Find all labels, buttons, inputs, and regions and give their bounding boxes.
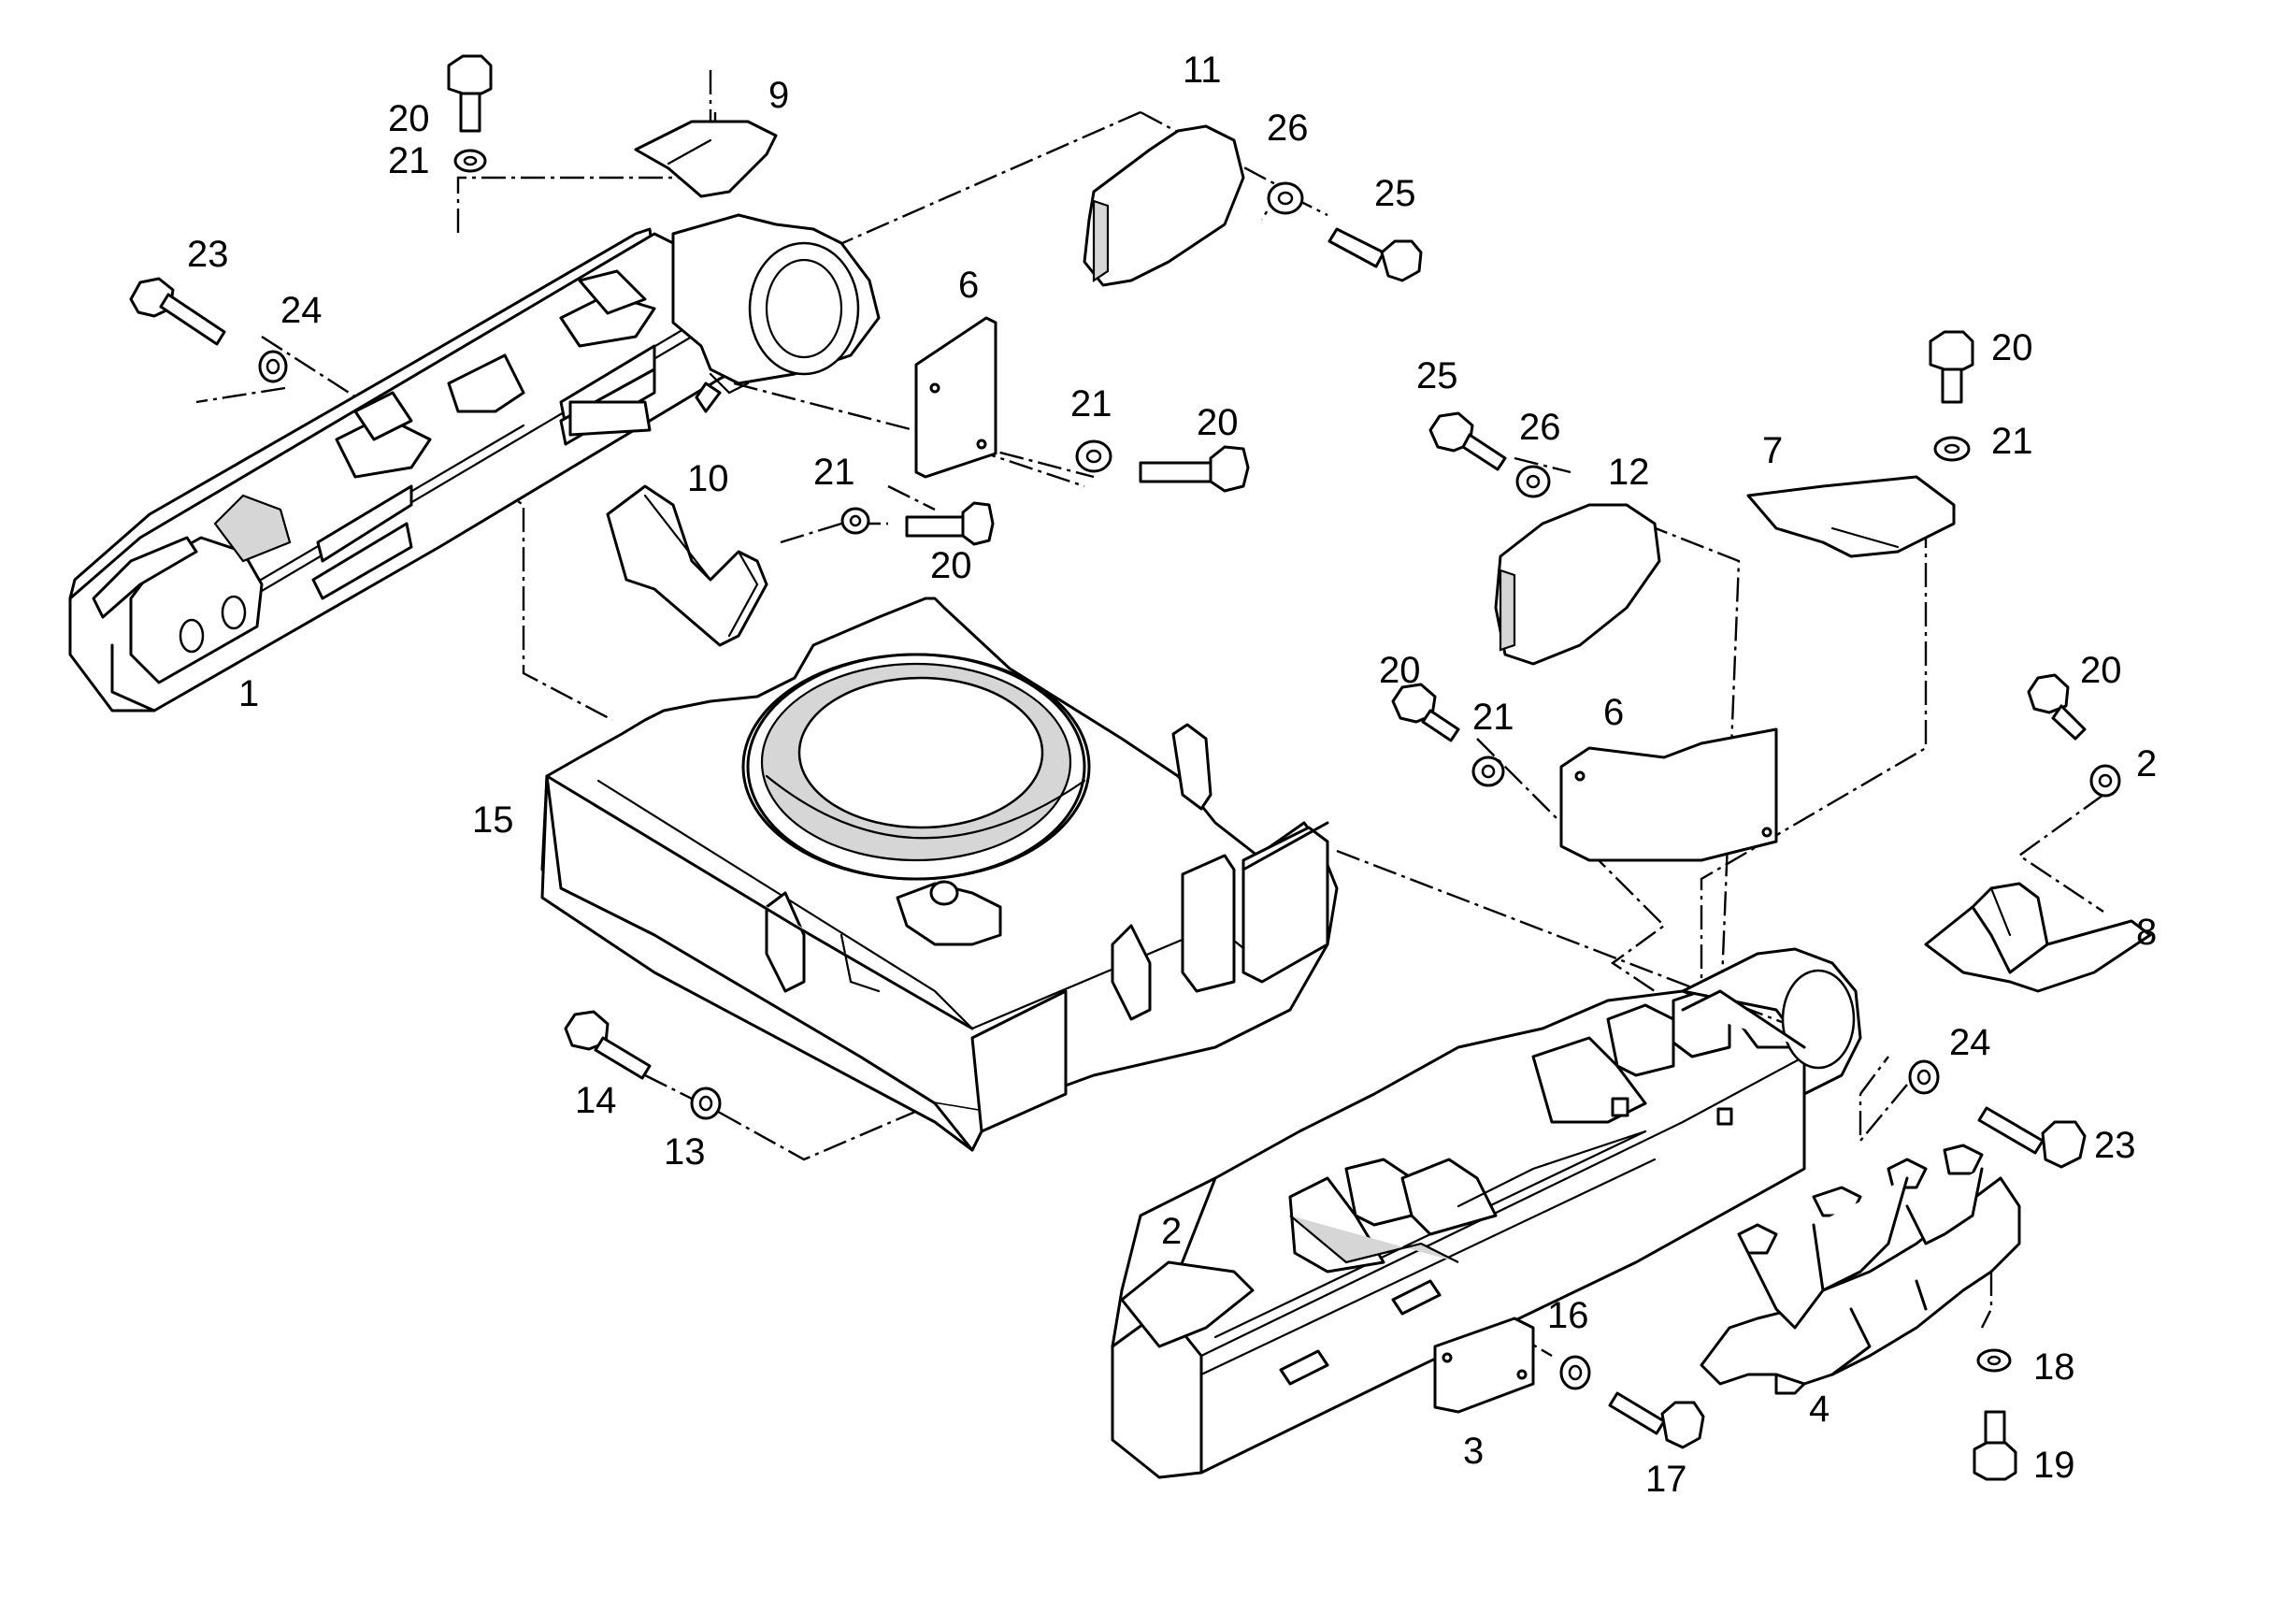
callout-18: 18 [2033, 1346, 2075, 1388]
callout-15: 15 [472, 799, 514, 841]
callout-21: 21 [1991, 421, 2033, 462]
callout-23: 23 [2094, 1125, 2136, 1166]
callout-20: 20 [2080, 650, 2122, 691]
bracket-8 [1924, 882, 2152, 993]
callout-26: 26 [1267, 108, 1309, 149]
callout-labels: 20 21 9 11 26 25 23 24 6 21 20 10 21 20 … [187, 50, 2157, 1500]
callout-23: 23 [187, 234, 229, 275]
callout-25: 25 [1374, 173, 1416, 214]
callout-3: 3 [1463, 1431, 1484, 1472]
callout-13: 13 [664, 1131, 706, 1173]
callout-14: 14 [575, 1080, 617, 1121]
callout-17: 17 [1645, 1459, 1687, 1500]
callout-21: 21 [1070, 383, 1112, 425]
plate-3 [1433, 1317, 1535, 1414]
callout-21: 21 [813, 452, 855, 493]
fasteners [129, 54, 2121, 1481]
callout-24: 24 [280, 290, 323, 331]
callout-11: 11 [1183, 50, 1222, 91]
cover-11 [1083, 124, 1245, 287]
callout-10: 10 [687, 458, 729, 499]
center-frame [540, 597, 1339, 1152]
callout-8: 8 [2136, 912, 2157, 953]
callout-19: 19 [2033, 1445, 2075, 1486]
callout-16: 16 [1547, 1295, 1589, 1336]
callout-26: 26 [1519, 407, 1561, 448]
callout-21: 21 [388, 140, 430, 181]
callout-20: 20 [388, 98, 430, 139]
callout-20: 20 [1197, 402, 1239, 443]
callout-2: 2 [2136, 743, 2157, 784]
track-frame-left [68, 213, 881, 712]
callout-6: 6 [958, 265, 979, 306]
bracket-10 [606, 484, 768, 647]
callout-6: 6 [1603, 692, 1624, 733]
callout-12: 12 [1608, 452, 1650, 493]
callout-9: 9 [768, 75, 789, 116]
cover-12 [1494, 503, 1661, 666]
callout-24: 24 [1949, 1022, 1991, 1063]
callout-25: 25 [1416, 355, 1458, 396]
callout-7: 7 [1762, 430, 1783, 471]
callout-21: 21 [1472, 697, 1514, 738]
callout-20: 20 [1379, 650, 1421, 691]
plate-6-left [914, 316, 997, 479]
callout-1: 1 [238, 673, 259, 714]
roller-guard-4 [1700, 1144, 2021, 1395]
callout-20: 20 [1991, 327, 2033, 368]
callout-4: 4 [1809, 1389, 1830, 1430]
cover-9 [634, 120, 778, 198]
callout-2: 2 [1161, 1211, 1182, 1252]
track-frame-right [1111, 947, 1862, 1479]
plate-6-right [1559, 727, 1778, 862]
plate-7 [1746, 475, 1956, 558]
callout-20: 20 [930, 545, 972, 586]
